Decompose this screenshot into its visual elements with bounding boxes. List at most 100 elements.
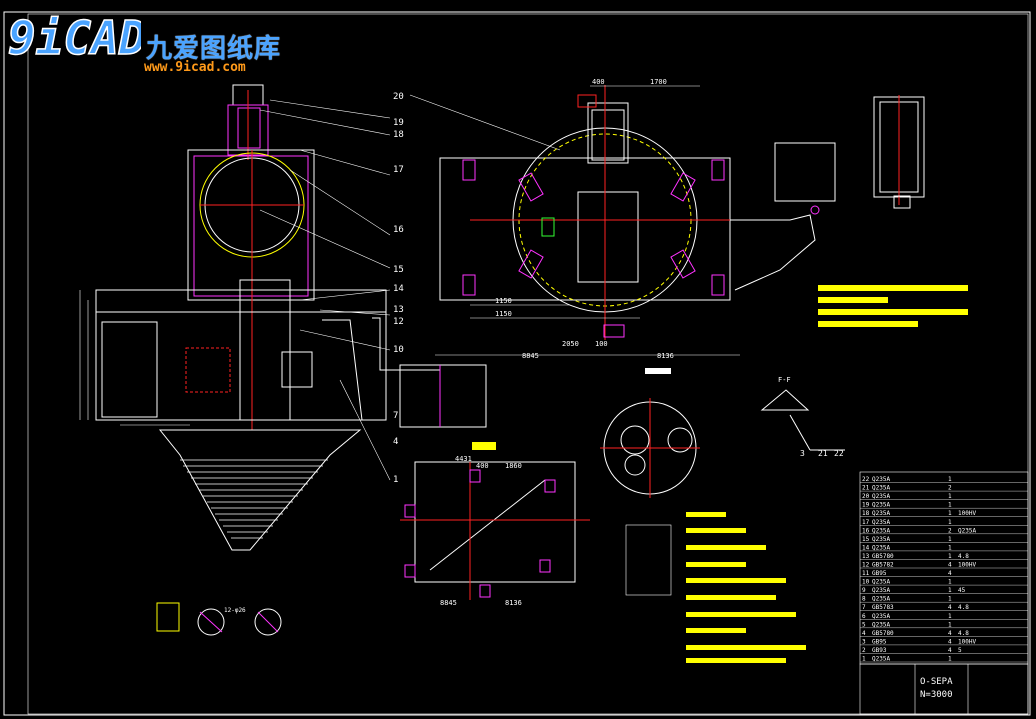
base-plan-dimension-labels: 4431 1860 400 8845 8136 (440, 455, 522, 607)
bom-cell: 4.8 (958, 553, 969, 560)
bom-cell: Q235A (872, 596, 890, 603)
bom-cell: 1 (948, 493, 952, 500)
balloon-19: 19 (393, 118, 404, 128)
bom-cell: 100HV (958, 562, 976, 569)
bom-cell: 3 (862, 638, 866, 645)
watermark-url: www.9icad.com (144, 60, 246, 75)
bom-cell: 2 (862, 647, 866, 654)
bom-cell: 2 (948, 485, 952, 492)
bom-cell: 100HV (958, 510, 976, 517)
balloon-7: 7 (393, 411, 398, 421)
bom-cell: 9 (862, 587, 866, 594)
bom-cell: 1 (948, 596, 952, 603)
bom-cell: 1 (948, 553, 952, 560)
bom-cell: GB5780 (872, 553, 894, 560)
svg-text:9iCAD: 9iCAD (8, 11, 141, 65)
bom-cell: 14 (862, 544, 870, 551)
bom-cell: 12 (862, 562, 870, 569)
bom-cell: 1 (948, 510, 952, 517)
bom-cell: 4 (948, 630, 952, 637)
bom-cell: 100HV (958, 638, 976, 645)
dim-100: 100 (595, 340, 608, 348)
bom-cell: 45 (958, 587, 966, 594)
balloon-20: 20 (393, 92, 404, 102)
balloon-18: 18 (393, 130, 404, 140)
bom-cell: 4 (948, 638, 952, 645)
leader-lines (259, 94, 561, 481)
balloon-4: 4 (393, 437, 398, 447)
detail-bolt-label: 12-φ26 (224, 607, 246, 614)
balloon-10: 10 (393, 345, 404, 355)
bom-cell: 4 (862, 630, 866, 637)
bom-cell: 4 (948, 562, 952, 569)
bom-cell: 10 (862, 579, 870, 586)
section-ff-view (760, 389, 845, 451)
bom-cell: Q235A (872, 510, 890, 517)
drawing-border (3, 11, 1031, 716)
bom-cell: 18 (862, 510, 870, 517)
watermark-logo: 9iCAD 九爱图纸库 www.9icad.com (6, 6, 306, 75)
bom-cell: Q235A (872, 493, 890, 500)
section-ff-label: F-F (778, 376, 791, 384)
dim-1150-a: 1150 (495, 297, 512, 305)
section-callout-21: 21 (818, 449, 828, 458)
bom-cell: 1 (948, 613, 952, 620)
bom-cell: GB95 (872, 570, 887, 577)
base-plan-view (400, 442, 590, 600)
small-parts-details (156, 602, 282, 636)
title-block (859, 663, 1029, 715)
bom-cell: 1 (948, 587, 952, 594)
bom-cell: 1 (948, 476, 952, 483)
bom-cell: 1 (948, 656, 952, 663)
balloon-15: 15 (393, 265, 404, 275)
balloon-12: 12 (393, 317, 404, 327)
bom-cell: 15 (862, 536, 870, 543)
title-block-title: O-SEPA (920, 677, 953, 687)
small-parts-table (625, 524, 672, 596)
bom-cell: 13 (862, 553, 870, 560)
dim-2050: 2050 (562, 340, 579, 348)
bom-cell: 21 (862, 485, 870, 492)
dim-1700: 1700 (650, 78, 667, 86)
bom-cell: Q235A (872, 656, 890, 663)
title-block-subtitle: N=3000 (920, 690, 953, 700)
bom-cell: 4.8 (958, 630, 969, 637)
bom-cell: 1 (862, 656, 866, 663)
side-detail-view (873, 95, 925, 209)
dim-400: 400 (592, 78, 605, 86)
bom-cell: 1 (948, 519, 952, 526)
flange-detail-view (600, 368, 700, 498)
bom-cell: GB93 (872, 647, 887, 654)
dim-400-b: 400 (476, 462, 489, 470)
bom-cell: 5 (958, 647, 962, 654)
bom-cell: GB5782 (872, 562, 894, 569)
dim-4431: 4431 (455, 455, 472, 463)
section-callout-22: 22 (834, 449, 844, 458)
watermark-chinese-name: 九爱图纸库 (146, 34, 282, 64)
bom-cell: Q235A (872, 544, 890, 551)
section-callout-3: 3 (800, 449, 805, 458)
bom-cell: Q235A (872, 587, 890, 594)
bom-cell: Q235A (872, 519, 890, 526)
bom-cell: Q235A (872, 579, 890, 586)
bom-cell: 1 (948, 621, 952, 628)
balloon-16: 16 (393, 225, 404, 235)
bom-cell: 20 (862, 493, 870, 500)
dim-1860: 1860 (505, 462, 522, 470)
bom-cell: 7 (862, 604, 866, 611)
bom-cell: Q235A (872, 621, 890, 628)
bom-cell: Q235A (958, 527, 976, 534)
front-elevation-view (79, 84, 487, 551)
balloon-1: 1 (393, 475, 398, 485)
dim-8136-b: 8136 (505, 599, 522, 607)
bom-cell: 1 (948, 544, 952, 551)
bom-cell: Q235A (872, 502, 890, 509)
bom-cell: Q235A (872, 613, 890, 620)
bom-cell: 6 (862, 613, 866, 620)
bom-cell: GB95 (872, 638, 887, 645)
bom-cell: 17 (862, 519, 870, 526)
dim-1150-b: 1150 (495, 310, 512, 318)
bom-cell: 5 (862, 621, 866, 628)
bom-cell: 22 (862, 476, 870, 483)
